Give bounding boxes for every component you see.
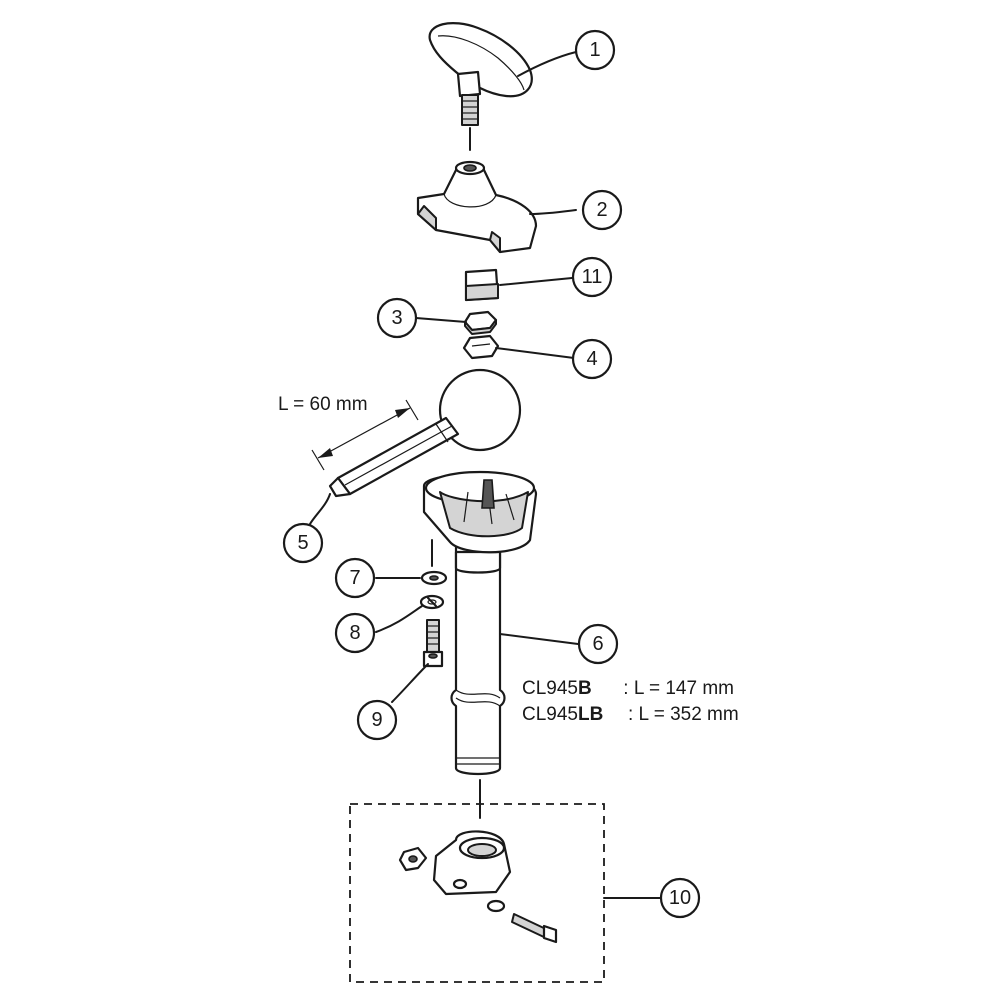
part-5-ball-lever (328, 368, 522, 498)
callout-8-label: 8 (349, 622, 360, 644)
callout-4-label: 4 (586, 348, 597, 370)
callout-7-label: 7 (349, 567, 360, 589)
part-1-t-handle-knob (428, 22, 533, 126)
callout-9-label: 9 (371, 709, 382, 731)
callout-11: 11 (571, 256, 613, 298)
callout-10: 10 (659, 877, 701, 919)
callout-3-label: 3 (391, 307, 402, 329)
callout-3: 3 (376, 297, 418, 339)
part-10-clamp-assembly (398, 830, 558, 944)
spec-b-model: CL945 (522, 678, 578, 699)
part-11-square-block (464, 268, 500, 302)
dimension-60mm: L = 60 mm (278, 394, 419, 471)
part-8-spring-washer (419, 594, 445, 610)
spec-lb-length: : L = 352 mm (628, 704, 739, 725)
part-2-clamp-cap (416, 160, 538, 254)
part-4-hex-nut (462, 334, 500, 360)
callout-9: 9 (356, 699, 398, 741)
spec-lb-model: CL945 (522, 704, 578, 725)
callout-8: 8 (334, 612, 376, 654)
part-9-cap-screw (422, 619, 444, 668)
model-specs: CL945B : L = 147 mm CL945LB : L = 352 mm (522, 678, 739, 725)
callout-4: 4 (571, 338, 613, 380)
callout-7: 7 (334, 557, 376, 599)
callout-6: 6 (577, 623, 619, 665)
spec-row-b: CL945B : L = 147 mm (522, 678, 734, 699)
spec-row-lb: CL945LB : L = 352 mm (522, 704, 739, 725)
dimension-label: L = 60 mm (278, 394, 368, 415)
callout-6-label: 6 (592, 633, 603, 655)
part-3-small-nut (463, 310, 498, 335)
callout-5: 5 (282, 522, 324, 564)
part-6-column-shaft (422, 470, 538, 776)
callout-11-label: 11 (582, 266, 603, 288)
callout-10-label: 10 (669, 887, 691, 909)
callout-1: 1 (574, 29, 616, 71)
part-10-assembly-box (349, 803, 605, 983)
callout-1-label: 1 (589, 39, 600, 61)
spec-b-length: : L = 147 mm (618, 678, 734, 699)
part-7-washer (420, 570, 448, 586)
leader-lines (309, 51, 661, 899)
callout-2-label: 2 (596, 199, 607, 221)
spec-lb-suffix: LB (578, 704, 603, 725)
spec-b-suffix: B (578, 678, 592, 699)
callout-5-label: 5 (297, 532, 308, 554)
callout-2: 2 (581, 189, 623, 231)
